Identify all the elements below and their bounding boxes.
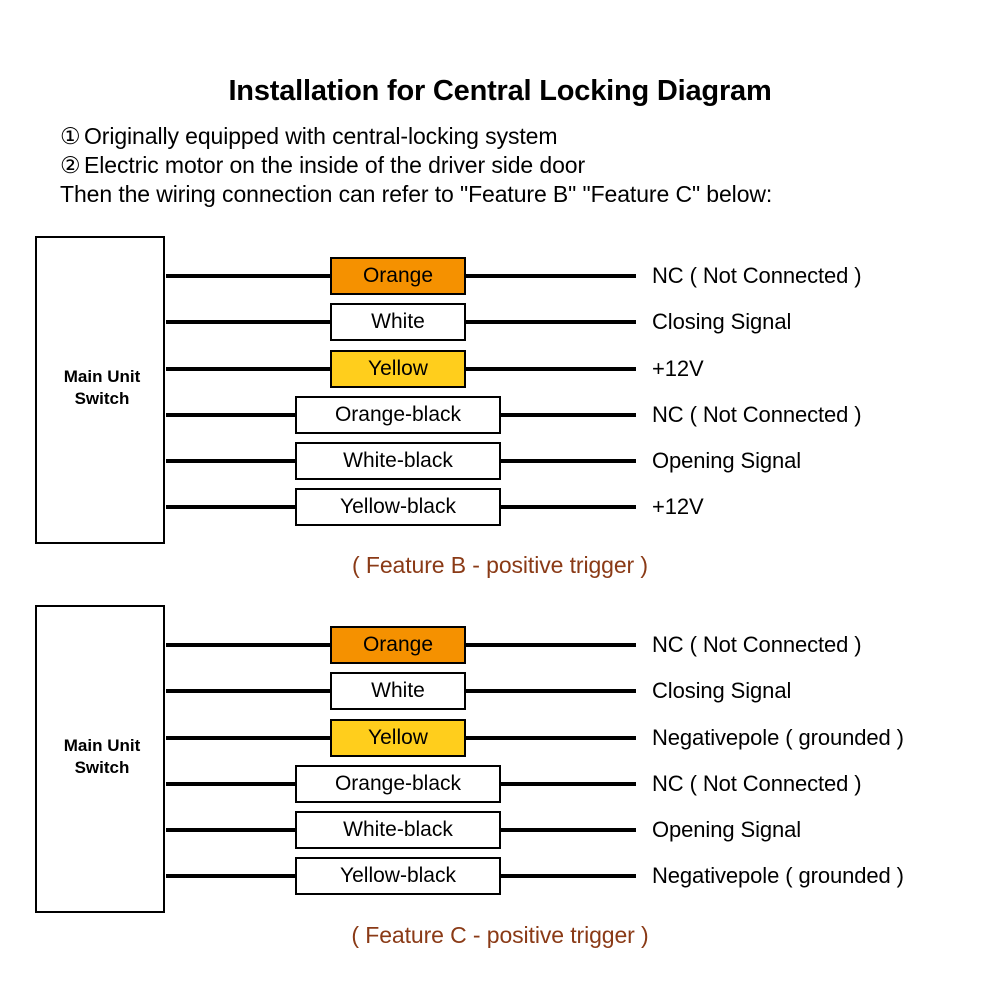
main-unit-label-line2: Switch (74, 758, 130, 777)
wire-segment-right (500, 505, 636, 509)
wire-segment-left (166, 736, 330, 740)
wire-segment-right (500, 828, 636, 832)
wire-segment-right (500, 413, 636, 417)
signal-label: Closing Signal (652, 309, 792, 334)
wire-segment-right (466, 643, 636, 647)
wire-segment-right (466, 367, 636, 371)
signal-label: +12V (652, 494, 704, 519)
intro-line-3: Then the wiring connection can refer to … (60, 180, 980, 209)
wire-segment-left (166, 413, 296, 417)
wire-color-label: White-black (295, 811, 501, 849)
wire-segment-left (166, 274, 330, 278)
main-unit-label-line2: Switch (74, 389, 130, 408)
list-marker-2: ② (60, 152, 81, 178)
intro-text-2: Electric motor on the inside of the driv… (84, 152, 586, 178)
signal-label: NC ( Not Connected ) (652, 402, 862, 427)
main-unit-label-line1: Main Unit (63, 736, 141, 755)
diagram-caption-feature-b: ( Feature B - positive trigger ) (352, 552, 648, 578)
wire-color-label: White-black (295, 442, 501, 480)
signal-label: Negativepole ( grounded ) (652, 725, 904, 750)
wire-color-label: Orange-black (295, 765, 501, 803)
wire-segment-right (466, 689, 636, 693)
intro-text-1: Originally equipped with central-locking… (84, 123, 558, 149)
wire-segment-left (166, 367, 330, 371)
wire-color-label: White (330, 672, 466, 710)
wire-segment-right (466, 320, 636, 324)
signal-label: Opening Signal (652, 817, 802, 842)
wire-color-label: Yellow (330, 350, 466, 388)
signal-label: Opening Signal (652, 448, 802, 473)
wire-segment-left (166, 782, 296, 786)
wire-segment-left (166, 828, 296, 832)
wire-color-label: White (330, 303, 466, 341)
wire-color-label: Yellow (330, 719, 466, 757)
diagram-caption-feature-c: ( Feature C - positive trigger ) (351, 922, 649, 948)
wire-segment-right (466, 274, 636, 278)
wire-segment-left (166, 320, 330, 324)
wire-segment-left (166, 689, 330, 693)
list-marker-1: ① (60, 123, 81, 149)
signal-label: +12V (652, 356, 704, 381)
signal-label: NC ( Not Connected ) (652, 632, 862, 657)
signal-label: NC ( Not Connected ) (652, 771, 862, 796)
wire-color-label: Yellow-black (295, 488, 501, 526)
wire-segment-right (500, 782, 636, 786)
main-unit-label-line1: Main Unit (63, 367, 141, 386)
intro-text-3: Then the wiring connection can refer to … (60, 181, 773, 207)
wire-segment-right (500, 874, 636, 878)
signal-label: Closing Signal (652, 678, 792, 703)
wire-segment-left (166, 643, 330, 647)
wire-segment-left (166, 874, 296, 878)
signal-label: Negativepole ( grounded ) (652, 863, 904, 888)
wire-color-label: Orange (330, 257, 466, 295)
wire-color-label: Orange-black (295, 396, 501, 434)
signal-label: NC ( Not Connected ) (652, 263, 862, 288)
wire-segment-right (500, 459, 636, 463)
wire-color-label: Orange (330, 626, 466, 664)
wire-segment-left (166, 505, 296, 509)
wire-segment-left (166, 459, 296, 463)
page-title: Installation for Central Locking Diagram (228, 75, 772, 107)
wire-segment-right (466, 736, 636, 740)
wire-color-label: Yellow-black (295, 857, 501, 895)
